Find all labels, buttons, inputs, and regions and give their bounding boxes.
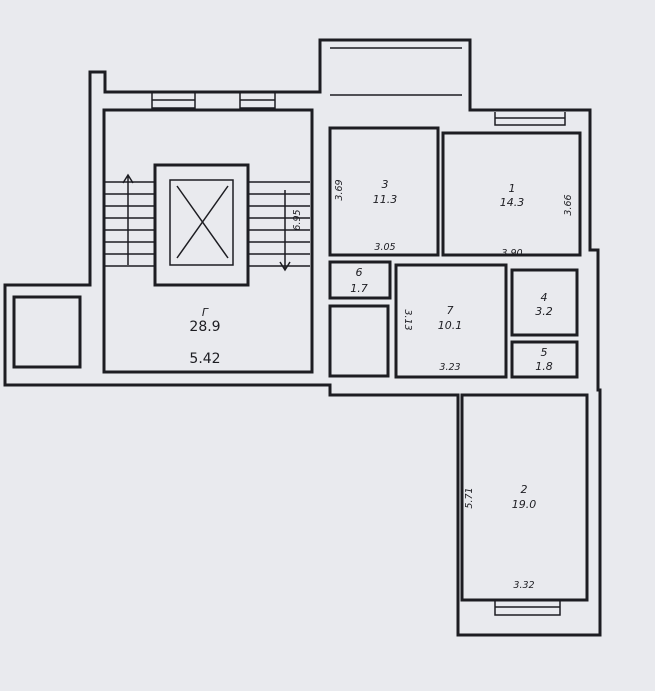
hall-dim-b: 5.42	[189, 351, 220, 367]
room-2-area: 19.0	[512, 498, 537, 511]
outer-wall	[3, 38, 602, 637]
elevator-cabin	[169, 179, 234, 266]
room-2	[460, 393, 589, 602]
room-3	[328, 126, 440, 257]
room-1-number: 1	[509, 182, 516, 195]
room-7-area: 10.1	[438, 319, 463, 332]
room-3-number: 3	[382, 178, 389, 191]
elevator-shaft	[153, 163, 250, 287]
hall-dim-a: 6.95	[292, 209, 303, 230]
room-7-dim-b: 3.23	[439, 362, 460, 373]
hall-number: Г	[202, 306, 209, 319]
room-4-area: 3.2	[535, 305, 553, 318]
shaft	[328, 304, 390, 378]
room-6	[328, 260, 392, 300]
hall-area: 28.9	[189, 319, 220, 335]
room-1-dim-a: 3.66	[563, 194, 574, 215]
room-7-number: 7	[447, 304, 454, 317]
room-5-area: 1.8	[535, 360, 553, 373]
room-3-dim-b: 3.05	[374, 242, 395, 253]
room-6-number: 6	[356, 266, 363, 279]
room-5-number: 5	[541, 346, 548, 359]
elevator-cross-icon	[176, 185, 229, 259]
room-1-area: 14.3	[500, 196, 525, 209]
stairwell-hall-walls	[102, 108, 314, 374]
windows	[151, 47, 566, 616]
room-1-dim-b: 3.90	[501, 248, 522, 259]
room-2-dim-b: 3.32	[513, 580, 534, 591]
room-3-dim-a: 3.69	[334, 179, 345, 200]
room-3-area: 11.3	[373, 193, 398, 206]
room-5	[510, 340, 579, 379]
room-6-area: 1.7	[350, 282, 368, 295]
stairs	[104, 173, 310, 272]
room-2-number: 2	[521, 483, 528, 496]
room-7	[394, 263, 508, 379]
room-4	[510, 268, 579, 337]
side-room	[12, 295, 82, 369]
room-2-dim-a: 5.71	[464, 487, 475, 508]
room-4-number: 4	[541, 291, 548, 304]
room-1	[441, 131, 582, 257]
room-7-dim-a: 3.13	[402, 309, 413, 330]
